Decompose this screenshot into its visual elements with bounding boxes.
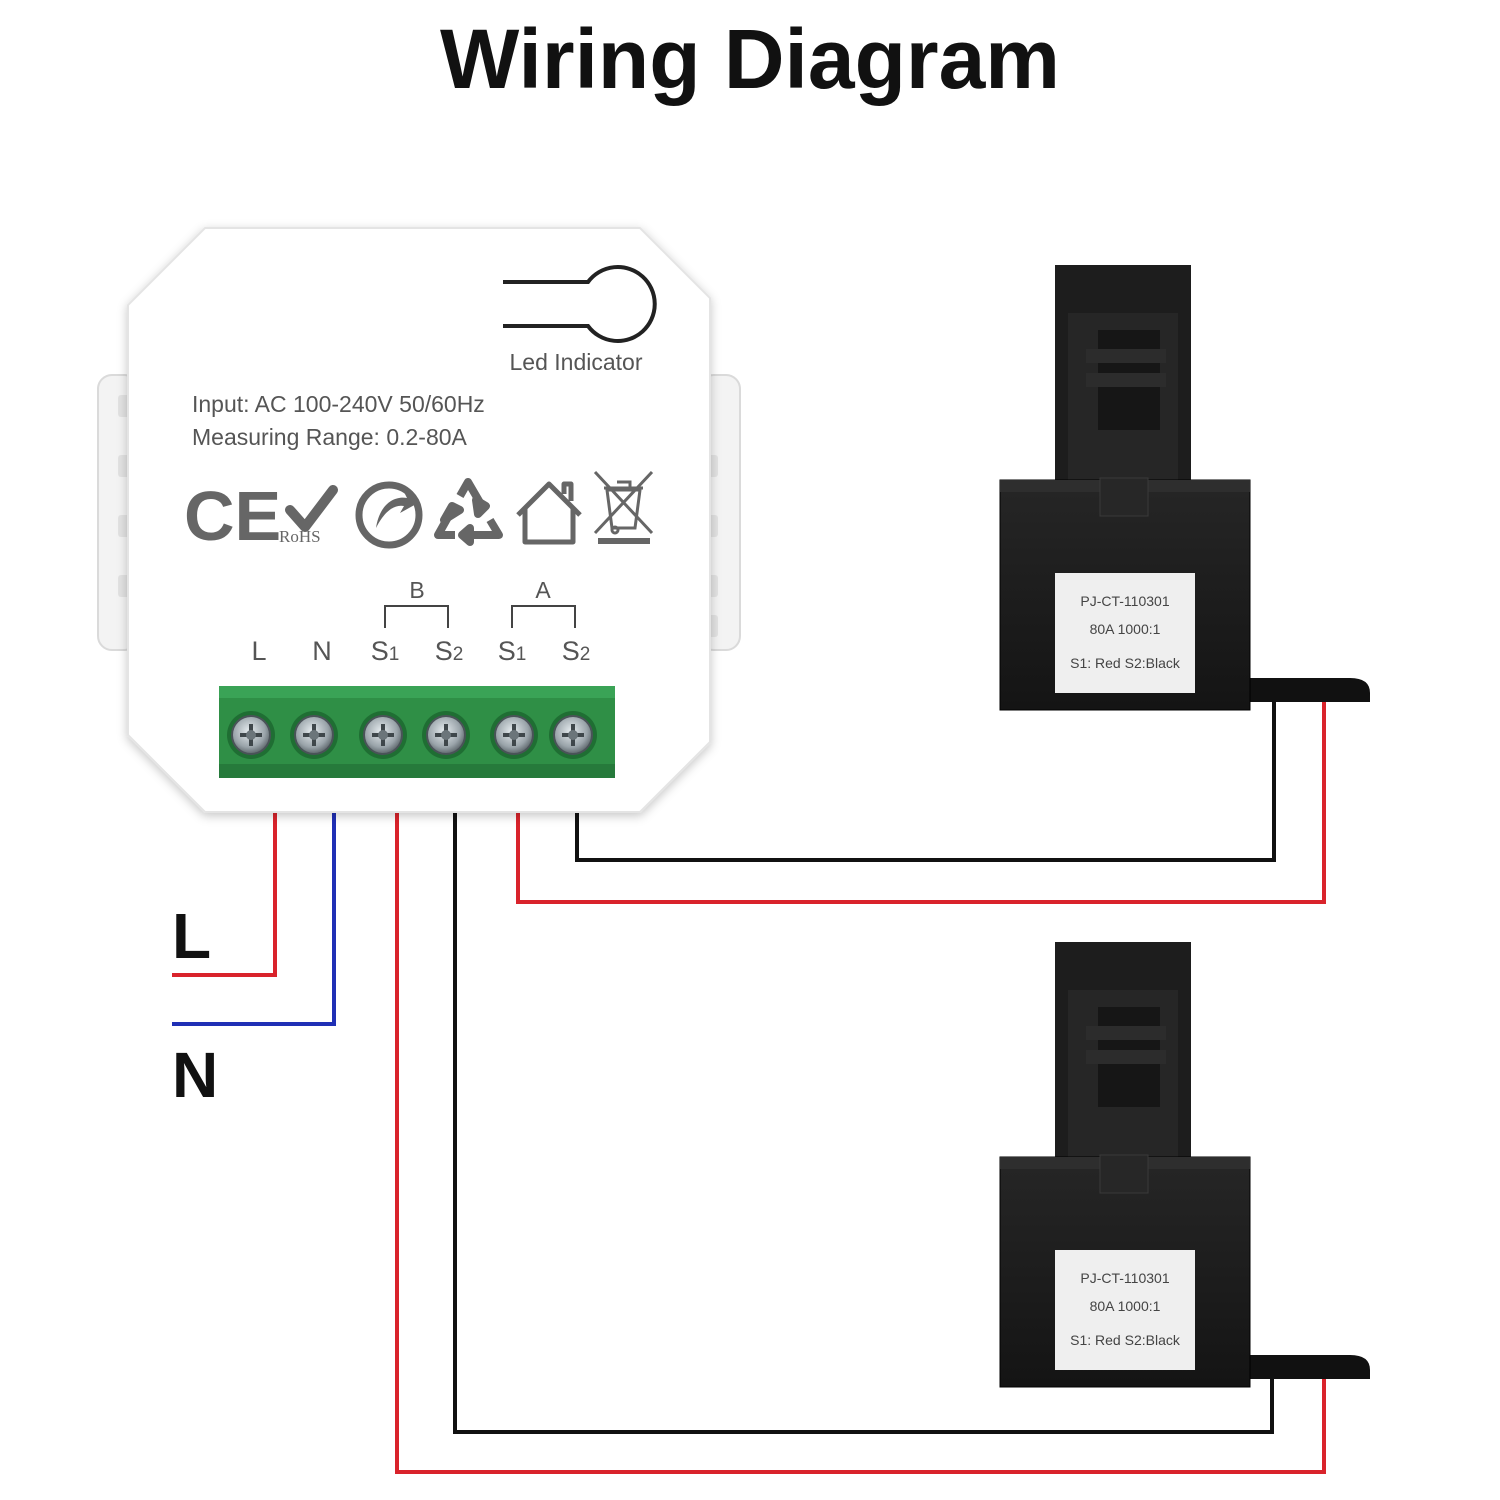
wires [172, 694, 1326, 1474]
sensor-model: PJ-CT-110301 [1080, 1270, 1169, 1286]
cert-icons: CE RoHS [184, 470, 654, 555]
ce-mark-icon: CE [184, 477, 281, 555]
channel-brackets [384, 605, 576, 628]
sensor-wire-colors: S1: Red S2:Black [1070, 1332, 1181, 1348]
recycle-icon [434, 478, 503, 546]
spec-range: Measuring Range: 0.2-80A [192, 424, 468, 450]
green-dot-icon [355, 481, 423, 549]
terminal-block [219, 686, 615, 778]
sensor-rating: 80A 1000:1 [1090, 621, 1161, 637]
channel-b-label: B [409, 577, 424, 603]
sensor-a-red-wire [516, 694, 1326, 904]
svg-text:CE: CE [184, 477, 281, 555]
sensor-b-red-wire [395, 812, 1326, 1474]
rohs-icon: RoHS [279, 485, 338, 546]
terminal-label-b-s1: S1 [371, 636, 400, 666]
sensor-clamp [1055, 942, 1191, 1162]
house-icon [516, 481, 582, 545]
energy-meter-module: Led Indicator Input: AC 100-240V 50/60Hz… [97, 227, 741, 813]
sensor-wire-colors: S1: Red S2:Black [1070, 655, 1181, 671]
terminal-screw-icon[interactable] [422, 711, 470, 759]
current-sensor-a: PJ-CT-110301 80A 1000:1S1: Red S2:Black [999, 265, 1370, 711]
neutral-wire [172, 812, 336, 1026]
sensor-clamp [1055, 265, 1191, 485]
weee-bin-icon [593, 470, 654, 544]
terminal-label-a-s2: S2 [562, 636, 591, 666]
sensor-label: PJ-CT-110301 80A 1000:1S1: Red S2:Black [1055, 1250, 1195, 1370]
terminal-labels: L N S1 S2 S1 S2 [251, 636, 590, 666]
terminal-screw-icon[interactable] [290, 711, 338, 759]
page-title: Wiring Diagram [440, 12, 1060, 106]
led-label: Led Indicator [510, 349, 643, 375]
channel-a-label: A [535, 577, 551, 603]
sensor-model: PJ-CT-110301 [1080, 593, 1169, 609]
terminal-label-a-s1: S1 [498, 636, 527, 666]
terminal-screw-icon[interactable] [359, 711, 407, 759]
sensor-rating: 80A 1000:1 [1090, 1298, 1161, 1314]
terminal-label-b-s2: S2 [435, 636, 464, 666]
svg-text:RoHS: RoHS [279, 527, 321, 546]
sensor-b-black-wire [453, 812, 1274, 1434]
line-wire [172, 812, 277, 977]
spec-input: Input: AC 100-240V 50/60Hz [192, 391, 485, 417]
sensor-a-black-wire [575, 694, 1276, 862]
terminal-screw-icon[interactable] [227, 711, 275, 759]
terminal-label-l: L [251, 636, 266, 666]
led-indicator-icon [503, 265, 657, 343]
supply-neutral-label: N [172, 1039, 218, 1111]
current-sensor-b: PJ-CT-110301 80A 1000:1S1: Red S2:Black [999, 942, 1370, 1388]
terminal-label-n: N [312, 636, 332, 666]
supply-line-label: L [172, 900, 211, 972]
terminal-screw-icon[interactable] [490, 711, 538, 759]
terminal-screw-icon[interactable] [549, 711, 597, 759]
sensor-label: PJ-CT-110301 80A 1000:1S1: Red S2:Black [1055, 573, 1195, 693]
